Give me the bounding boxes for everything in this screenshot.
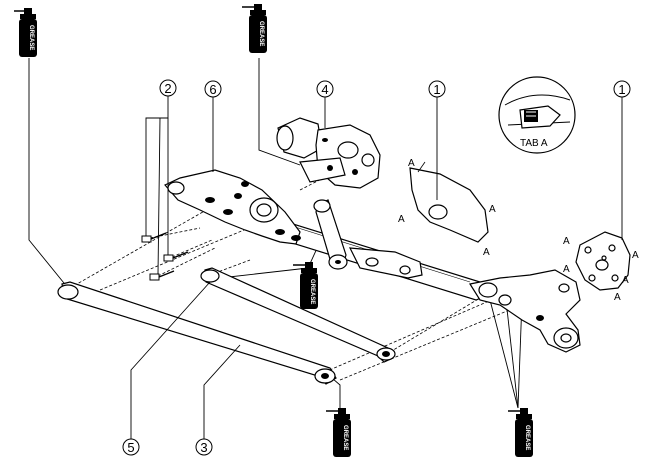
wiper-motor-4 <box>276 117 381 189</box>
callout-6-label: 6 <box>209 82 216 97</box>
callout-5: 5 <box>122 281 211 456</box>
callout-1-right: 1 <box>613 80 631 240</box>
link-rod-3 <box>57 281 337 385</box>
point-a-7: A <box>632 250 639 261</box>
grease-can-bottom-right: GREASE <box>508 408 533 457</box>
center-linkage-bracket <box>348 247 423 279</box>
grease-label-1: GREASE <box>28 25 34 50</box>
point-a-1: A <box>408 158 415 169</box>
callout-4: 4 <box>316 80 334 128</box>
callout-1-center: 1 <box>428 80 446 200</box>
callout-2-label: 2 <box>164 81 171 96</box>
callout-2: 2 <box>145 79 177 275</box>
grease-label-5: GREASE <box>524 425 530 450</box>
callout-6: 6 <box>204 80 222 172</box>
callout-1-center-label: 1 <box>433 82 440 97</box>
tab-a-label: TAB A <box>520 138 548 149</box>
point-a-2: A <box>489 204 496 215</box>
grease-label-4: GREASE <box>342 425 348 450</box>
point-a-3: A <box>398 214 405 225</box>
grease-label-3: GREASE <box>309 279 315 304</box>
seal-plate-1-right <box>575 231 631 291</box>
point-a-labels: A A A A A A A A A <box>398 158 639 303</box>
grease-can-top-center: GREASE <box>242 4 267 53</box>
callout-1-right-label: 1 <box>618 82 625 97</box>
bolt-2-lower <box>149 270 175 281</box>
motor-crank-arm <box>313 199 348 270</box>
link-rod-5 <box>200 267 396 363</box>
point-a-9: A <box>614 292 621 303</box>
callout-4-label: 4 <box>321 82 328 97</box>
point-a-6: A <box>563 264 570 275</box>
callout-5-label: 5 <box>127 440 134 455</box>
callout-group: 1 2 3 4 5 6 <box>122 79 631 456</box>
grease-can-top-left: GREASE <box>14 8 37 57</box>
point-a-5: A <box>563 236 570 247</box>
pivot-bracket-right <box>469 269 581 353</box>
seal-plate-1-center <box>409 161 489 243</box>
grease-label-2: GREASE <box>258 21 264 46</box>
grease-can-bottom-left: GREASE <box>326 408 351 457</box>
point-a-8: A <box>622 275 629 286</box>
pivot-bracket-left-6 <box>164 169 301 245</box>
bolt-2-middle <box>163 251 189 262</box>
callout-3-label: 3 <box>200 440 207 455</box>
tab-a-inset: TAB A <box>498 76 576 154</box>
point-a-4: A <box>483 247 490 258</box>
callout-3: 3 <box>195 344 241 456</box>
